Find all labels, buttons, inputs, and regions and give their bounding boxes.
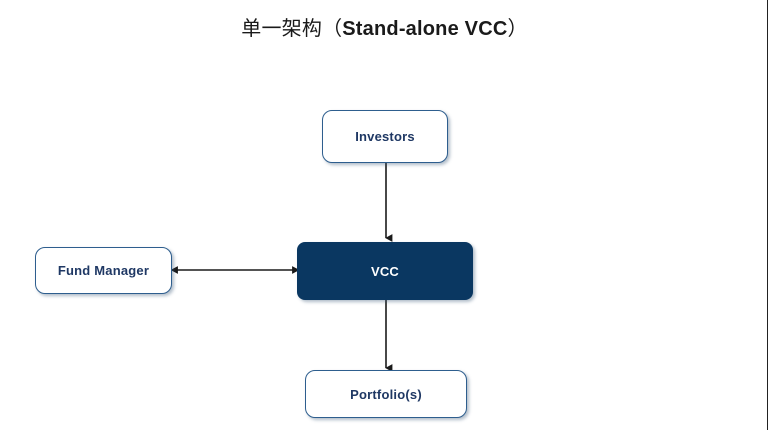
page-title-cjk-prefix: 单一架构（	[241, 16, 343, 40]
node-investors[interactable]: Investors	[322, 110, 448, 163]
edge-investors-to-vcc	[385, 162, 393, 242]
page-title-latin: Stand-alone VCC	[342, 18, 508, 40]
node-fund-manager-label: Fund Manager	[57, 263, 150, 278]
edge-fund-manager-to-vcc	[170, 266, 300, 274]
node-vcc[interactable]: VCC	[297, 242, 473, 300]
edge-vcc-to-portfolios	[385, 300, 393, 372]
node-investors-label: Investors	[355, 129, 415, 144]
page-title: 单一架构（Stand-alone VCC）	[0, 12, 769, 41]
node-vcc-label: VCC	[370, 263, 400, 279]
page-title-cjk-suffix: ）	[507, 16, 528, 40]
node-portfolios[interactable]: Portfolio(s)	[305, 370, 467, 418]
node-portfolios-label: Portfolio(s)	[350, 386, 422, 402]
page-edge-rule	[767, 0, 768, 430]
node-fund-manager[interactable]: Fund Manager	[35, 247, 172, 294]
